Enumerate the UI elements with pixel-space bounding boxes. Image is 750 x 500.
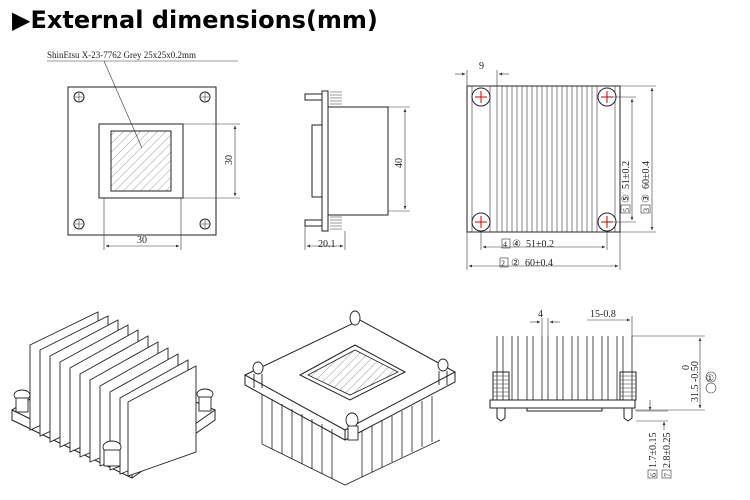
total-height-tag: ① [706, 373, 714, 383]
pad-width-label: 30 [137, 235, 147, 246]
spring-icon [492, 371, 637, 422]
mounting-hole-icon [471, 87, 617, 232]
spring-dim-tag: 6 [649, 473, 658, 477]
pin-dim-tag: 7 [663, 473, 672, 477]
isometric-view-pad [243, 310, 457, 486]
side-view: 40 20.1 [304, 90, 410, 250]
outer-height-circ: ③ [641, 194, 652, 203]
outer-width-circ: ② [511, 258, 520, 269]
spring-screw-icon [13, 388, 214, 467]
total-height-nominal: 0 [681, 365, 692, 370]
fins [496, 85, 593, 233]
material-note: ShinEtsu X-23-7762 Grey 25x25x0.2mm [47, 50, 196, 60]
outer-width-label: 60±0.4 [525, 258, 553, 269]
page-title: ▶External dimensions(mm) [12, 6, 378, 34]
pin-dim-label: 2.8±0.25 [662, 433, 673, 469]
spring-dim-label: 1.7±0.15 [648, 433, 659, 469]
hole-spacing-v-tag: 5 [622, 208, 631, 212]
hole-spacing-h-circ: ④ [512, 239, 521, 250]
spring-icon [304, 91, 342, 230]
hole-spacing-h-label: 51±0.2 [526, 239, 554, 250]
side-base-width-label: 20.1 [318, 239, 336, 250]
fin-offset-label: 9 [479, 61, 484, 72]
outer-height-tag: 3 [642, 208, 651, 212]
hole-spacing-v-circ: ⑤ [621, 194, 632, 203]
front-view: 4 15-0.8 0 31.5 -0.50 ① 6 1.7±0.15 7 2.8… [489, 309, 717, 479]
hole-spacing-v-label: 51±0.2 [621, 161, 632, 189]
isometric-view-fins [10, 311, 217, 479]
fin-pitch-label: 4 [538, 309, 543, 320]
title-arrow-icon: ▶ [12, 6, 31, 34]
side-height-label: 40 [394, 158, 405, 168]
pad-height-label: 30 [224, 155, 235, 165]
fin-thickness-label: 15-0.8 [590, 309, 616, 320]
fin-view: 9 4 ④ 51±0.2 2 ② 60±0.4 5 ⑤ 51±0.2 [455, 61, 656, 270]
top-view: ShinEtsu X-23-7762 Grey 25x25x0.2mm 30 3… [47, 50, 240, 250]
spring-screw-icon [252, 310, 449, 441]
screw-icon [73, 91, 211, 230]
title-text: External dimensions(mm) [30, 6, 378, 34]
total-height-tol: 31.5 -0.50 [690, 361, 701, 402]
outer-height-label: 60±0.4 [641, 161, 652, 189]
hole-spacing-h-tag: 4 [503, 240, 507, 249]
outer-width-tag: 2 [501, 259, 505, 268]
